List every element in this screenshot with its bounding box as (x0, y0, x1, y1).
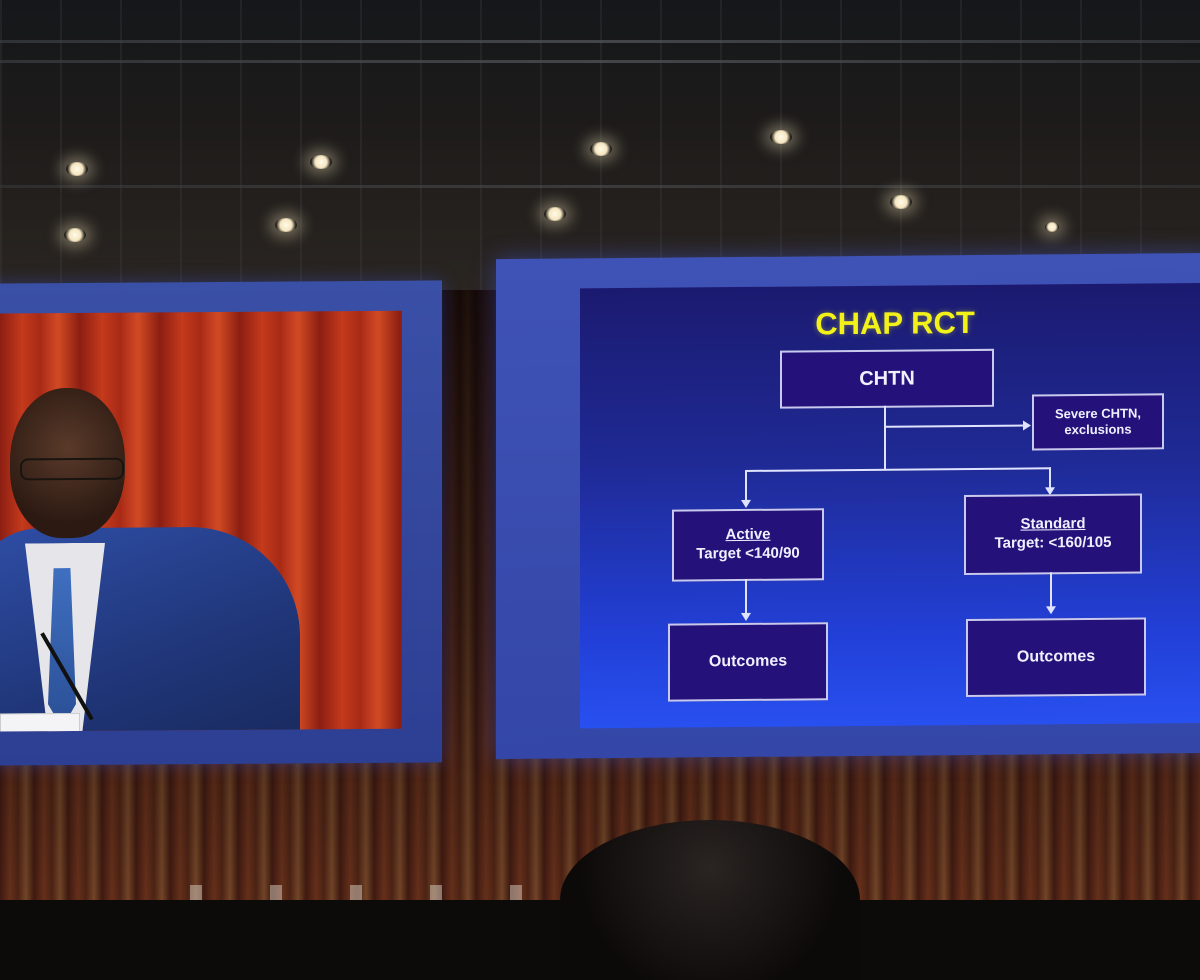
standard-arm-target: Target: <160/105 (994, 533, 1112, 552)
standard-arm-box: Standard Target: <160/105 (964, 493, 1142, 576)
truss-beam (0, 40, 1200, 43)
ceiling-spotlight-icon (275, 218, 297, 232)
flow-line (1049, 467, 1051, 490)
lectern-badge (0, 712, 80, 732)
outcomes-left-label: Outcomes (708, 652, 788, 671)
standard-arm-label: Standard (1020, 515, 1086, 533)
flow-line (884, 405, 886, 470)
arrow-down-icon (1046, 606, 1056, 615)
flow-line (1050, 572, 1052, 609)
exclusion-box: Severe CHTN, exclusions (1032, 393, 1164, 451)
arrow-down-icon (741, 499, 751, 509)
right-projection-screen: CHAP RCT CHTN Severe CHTN, exclusions Ac… (496, 252, 1200, 760)
ceiling-spotlight-icon (310, 155, 332, 169)
ceiling-spotlight-icon (590, 142, 612, 156)
ceiling-spotlight-icon (66, 162, 88, 176)
arrow-down-icon (741, 612, 751, 622)
panel-members (190, 885, 590, 900)
ceiling-spotlight-icon (770, 130, 792, 144)
ceiling-spotlight-icon (64, 228, 86, 242)
left-projection-screen (0, 280, 442, 766)
flow-line (745, 467, 1051, 472)
truss-beam (0, 60, 1200, 63)
presentation-slide: CHAP RCT CHTN Severe CHTN, exclusions Ac… (580, 282, 1200, 729)
outcomes-right-label: Outcomes (1016, 647, 1096, 666)
flow-line (745, 469, 747, 502)
speaker-glasses (20, 457, 124, 481)
exclusion-line1: Severe CHTN, (1055, 405, 1141, 422)
active-arm-target: Target <140/90 (696, 544, 800, 563)
active-arm-box: Active Target <140/90 (672, 508, 824, 582)
flow-line (886, 424, 1024, 428)
exclusion-line2: exclusions (1064, 421, 1132, 438)
flow-line (745, 578, 747, 615)
audience-member-head (560, 820, 860, 980)
slide-title: CHAP RCT (815, 304, 975, 342)
chtn-box-label: CHTN (859, 366, 915, 390)
ceiling-spotlight-icon (544, 207, 566, 221)
ceiling-spotlight-icon (890, 195, 912, 209)
ceiling-spotlight-icon (1045, 222, 1059, 232)
outcomes-left-box: Outcomes (668, 622, 828, 702)
ceiling (0, 0, 1200, 300)
active-arm-label: Active (725, 525, 771, 544)
chtn-box: CHTN (780, 348, 994, 409)
arrow-right-icon (1023, 420, 1031, 431)
speaker-video-feed (0, 310, 402, 732)
truss-beam (0, 185, 1200, 188)
outcomes-right-box: Outcomes (966, 617, 1146, 698)
